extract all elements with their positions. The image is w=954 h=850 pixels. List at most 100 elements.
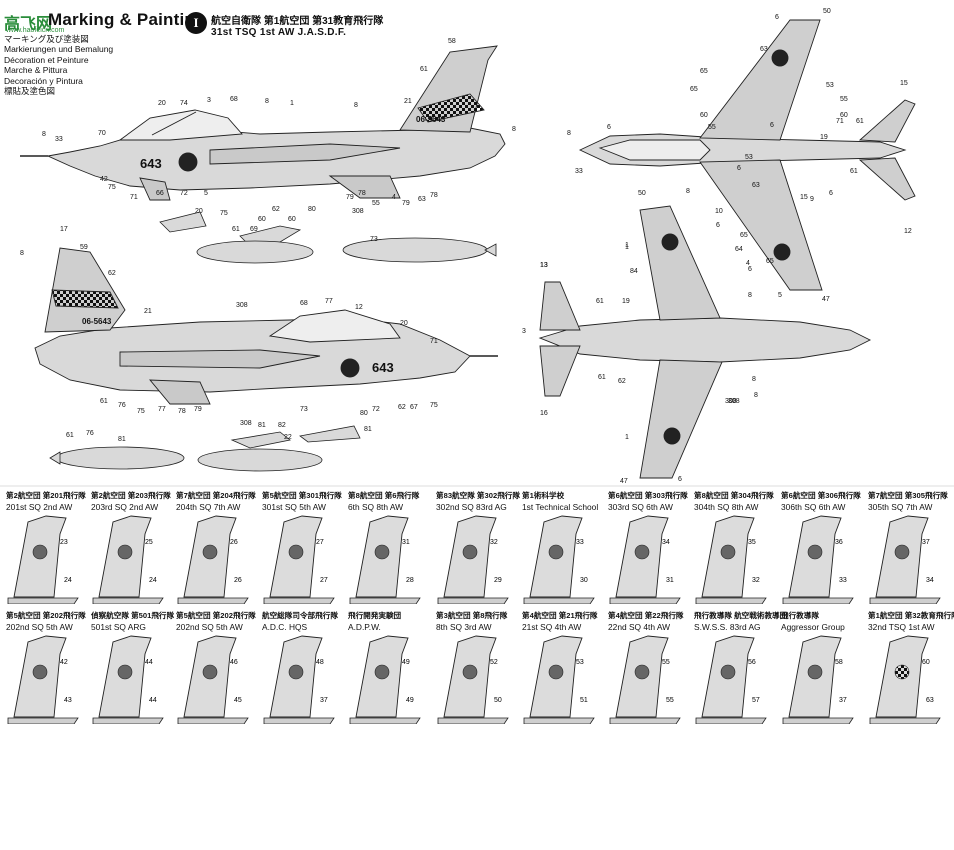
callout-number: 79 (194, 406, 202, 413)
callout-number: 8 (354, 102, 358, 109)
emblem-callout: 56 (748, 659, 756, 666)
callout-number: 47 (620, 478, 628, 485)
callout-number: 63 (760, 46, 768, 53)
callout-number: 53 (826, 82, 834, 89)
variant-unit-jp: 第4航空団 第21飛行隊 (522, 611, 598, 620)
fuselage-segment (869, 597, 941, 604)
code-callout: 28 (406, 577, 414, 584)
callout-number: 61 (232, 226, 240, 233)
unit-emblem (720, 664, 736, 680)
unit-emblem (117, 544, 133, 560)
variant-unit-jp: 偵察航空隊 第501飛行隊 (91, 611, 175, 620)
callout-number: 53 (745, 154, 753, 161)
page-title: Marking & Painting (48, 10, 206, 29)
parts-group-1 (159, 211, 497, 264)
variant-unit-jp: 第7航空団 第305飛行隊 (868, 491, 948, 500)
callout-number: 6 (829, 190, 833, 197)
callout-number: 61 (66, 432, 74, 439)
callout-number: 82 (278, 422, 286, 429)
emblem-callout: 52 (490, 659, 498, 666)
callout-number: 5 (778, 292, 782, 299)
callout-number: 71 (430, 338, 438, 345)
variant-unit-jp: 第5航空団 第202飛行隊 (176, 611, 256, 620)
callout-number: 72 (180, 190, 188, 197)
code-callout: 27 (320, 577, 328, 584)
callout-number: 6 (775, 14, 779, 21)
variant-unit-en: S.W.S.S. 83rd AG (694, 622, 761, 632)
callout-number: 33 (55, 136, 63, 143)
callout-number: 1 (625, 244, 629, 251)
watermark-logo: 高飞网 (4, 16, 53, 33)
callout-number: 81 (258, 422, 266, 429)
callout-number: 71 (836, 118, 844, 125)
callout-number: 8 (754, 392, 758, 399)
callout-number: 61 (100, 398, 108, 405)
emblem-callout: 25 (145, 539, 153, 546)
variant-unit-en: 203rd SQ 2nd AW (91, 502, 159, 512)
fuselage-segment (349, 717, 421, 724)
callout-number: 4 (392, 194, 396, 201)
variant-unit-en: 202nd SQ 5th AW (176, 622, 243, 632)
callout-number: 71 (130, 194, 138, 201)
variant-unit-en: 6th SQ 8th AW (348, 502, 404, 512)
unit-emblem (32, 664, 48, 680)
unit-name-jp: 航空自衛隊 第1航空団 第31教育飛行隊 (211, 16, 384, 27)
callout-number: 50 (823, 8, 831, 15)
emblem-callout: 26 (230, 539, 238, 546)
callout-number: 66 (156, 190, 164, 197)
code-callout: 45 (234, 697, 242, 704)
callout-number: 78 (178, 408, 186, 415)
callout-number: 58 (448, 38, 456, 45)
fuselage-segment (609, 717, 681, 724)
callout-number: 21 (144, 308, 152, 315)
fuselage-segment (523, 717, 595, 724)
code-callout: 31 (666, 577, 674, 584)
marking-sheet-drawing: 643 06-5643 643 06-5643 (0, 19, 954, 487)
callout-number: 72 (372, 406, 380, 413)
callout-number: 308 (728, 398, 740, 405)
variant-unit-jp: 第8航空団 第6飛行隊 (348, 491, 420, 500)
title-it: Marche & Pittura (4, 65, 68, 76)
callout-number: 77 (158, 406, 166, 413)
variant-unit-jp: 第2航空団 第201飛行隊 (6, 491, 86, 500)
emblem-callout: 23 (60, 539, 68, 546)
unit-emblem (894, 664, 910, 680)
variant-unit-en: 302nd SQ 83rd AG (436, 502, 507, 512)
fuselage-segment (869, 717, 941, 724)
callout-number: 68 (300, 300, 308, 307)
callout-number: 9 (810, 196, 814, 203)
callout-number: 75 (137, 408, 145, 415)
unit-emblem (202, 544, 218, 560)
callout-number: 73 (300, 406, 308, 413)
emblem-callout: 60 (922, 659, 930, 666)
variant-unit-jp: 第83航空隊 第302飛行隊 (436, 491, 520, 500)
callout-number: 59 (80, 244, 88, 251)
callout-number: 17 (60, 226, 68, 233)
callout-number: 84 (630, 268, 638, 275)
callout-number: 75 (430, 402, 438, 409)
fuselage-segment (263, 717, 335, 724)
callout-number: 75 (220, 210, 228, 217)
title-es: Decoración y Pintura (4, 75, 83, 86)
watermark-url: www.haofeicn.com (6, 27, 65, 34)
callout-number: 8 (42, 131, 46, 138)
callout-number: 1 (625, 434, 629, 441)
emblem-callout: 36 (835, 539, 843, 546)
unit-emblem (634, 544, 650, 560)
fuselage-segment (695, 597, 767, 604)
